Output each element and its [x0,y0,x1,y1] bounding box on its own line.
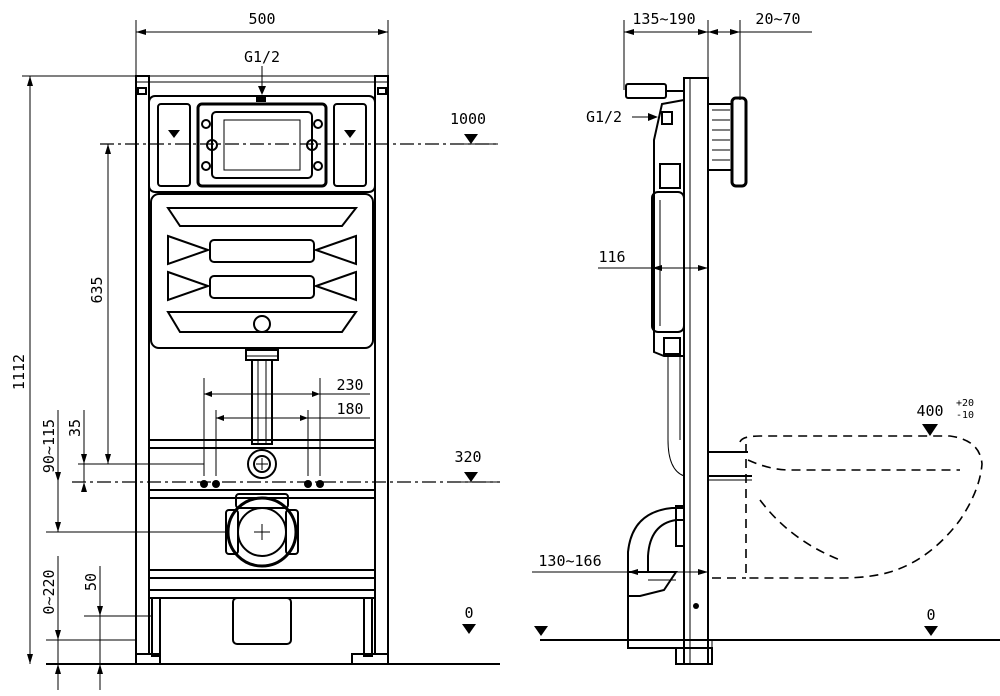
bolt-height-label: 320 [454,448,481,466]
legs [135,597,389,665]
flush-pipe [245,349,279,445]
toilet-bowl-outline [712,435,983,579]
front-inlet-callout: G1/2 [244,48,280,95]
side-top-dimensions: 135~190 20~70 [623,10,812,100]
drain-range-label: 90~115 [40,419,58,473]
left-dimensions: 1112 635 35 90~115 0~220 50 [10,75,226,690]
tank-depth-dimension: 116 [598,248,708,271]
width-dimension: 500 [135,10,389,76]
wall-range-label: 20~70 [755,10,800,28]
level-lines: 1000 320 0 [72,110,500,634]
spacing-label: 635 [88,276,106,303]
bolt-spacing-dimensions: 230 180 [203,376,370,476]
bolt-outer-label: 230 [336,376,363,394]
depth-range-label: 135~190 [632,10,695,28]
side-floor: 0 [534,606,1000,664]
side-actuator: G1/2 [586,83,748,188]
tank-depth-label: 116 [598,248,625,266]
front-view: 500 G1/2 [10,10,500,690]
bowl-height-marker: 400 +20 -10 [916,398,974,436]
foot-step-label: 50 [82,573,100,591]
front-inlet-label: G1/2 [244,48,280,66]
bowl-tol-minus: -10 [956,410,974,421]
bowl-height-label: 400 [916,402,943,420]
drain-dimension: 130~166 [532,552,708,575]
inlet-offset-label: 35 [66,419,84,437]
front-floor-label: 0 [464,604,473,622]
button-height-label: 1000 [450,110,486,128]
side-cistern [651,99,685,357]
bowl-tol-plus: +20 [956,398,974,409]
side-frame [675,77,713,665]
side-view: 135~190 20~70 G1/2 [532,10,1000,665]
side-drain-range-label: 130~166 [538,552,601,570]
cistern [150,193,374,349]
bowl-studs [708,451,752,481]
side-floor-label: 0 [926,606,935,624]
width-label: 500 [248,10,275,28]
side-waste-elbow [627,505,685,649]
foot-range-label: 0~220 [40,569,58,614]
waste-outlet [225,493,299,568]
height-label: 1112 [10,354,28,390]
side-flush-pipe [667,356,685,477]
bolt-inner-label: 180 [336,400,363,418]
side-inlet-label: G1/2 [586,108,622,126]
